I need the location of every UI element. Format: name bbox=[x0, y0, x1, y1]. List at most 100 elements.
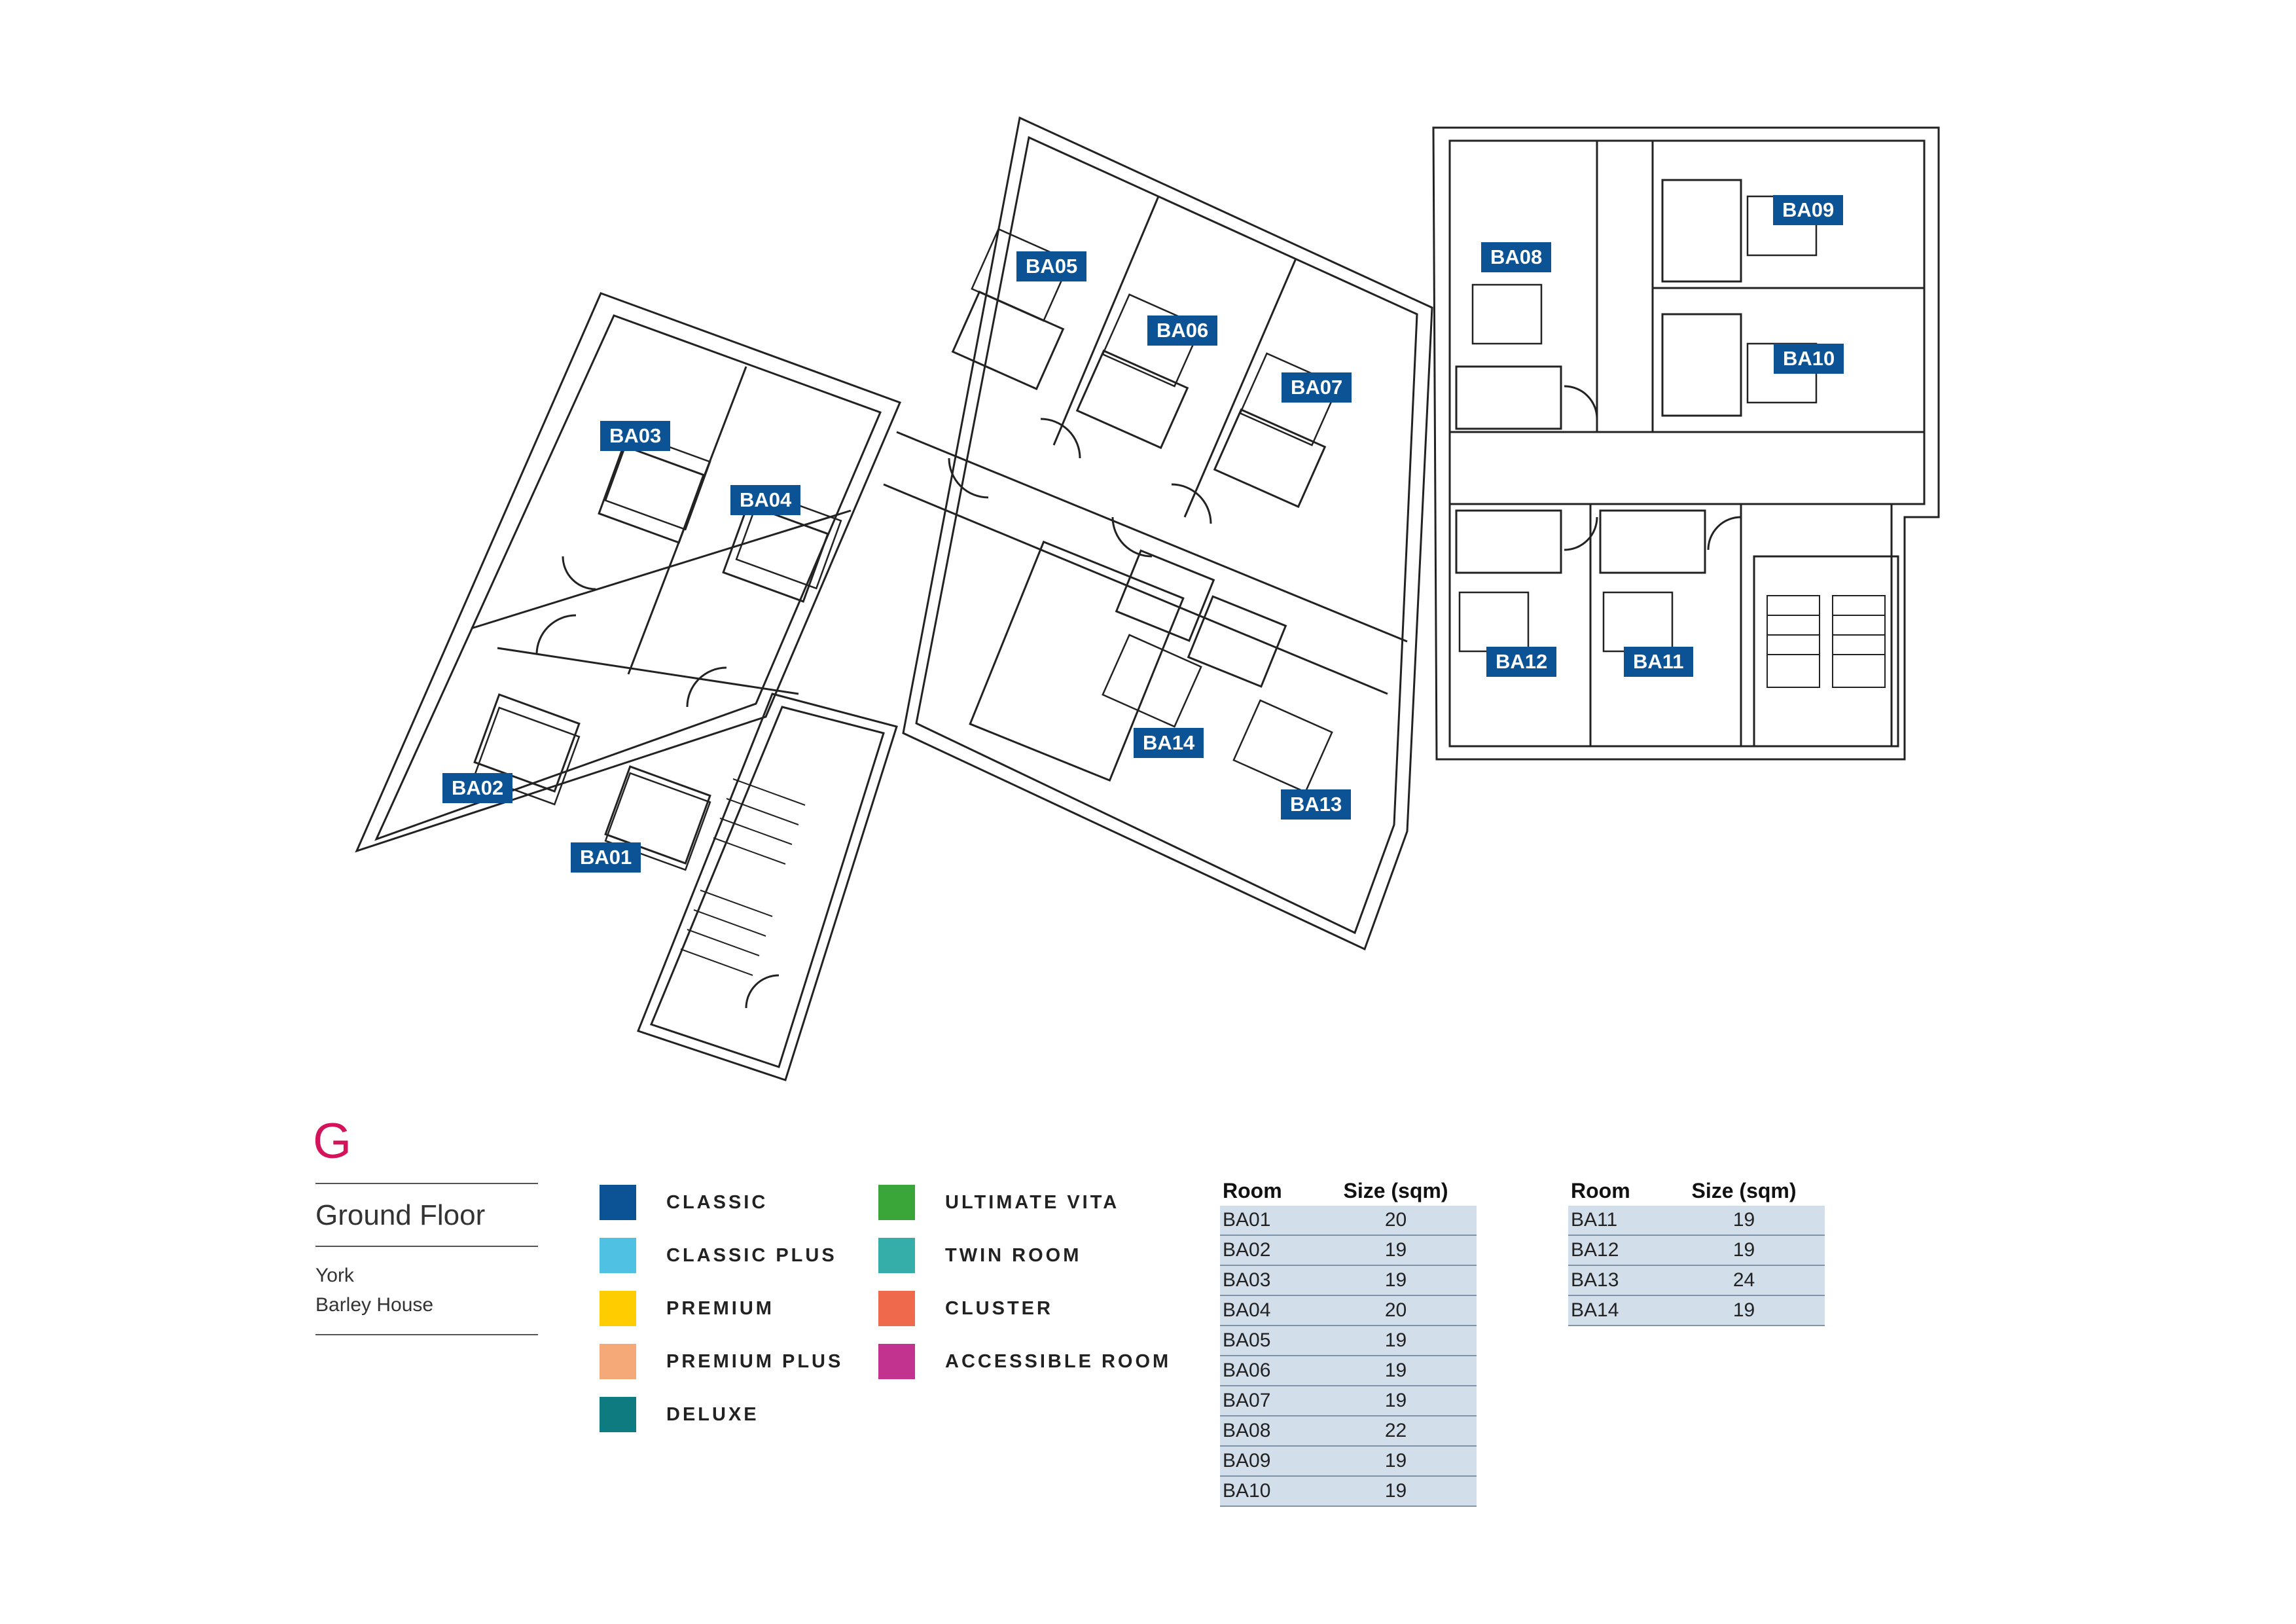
legend-item-cluster: CLUSTER bbox=[878, 1291, 1053, 1326]
room-cell: BA06 bbox=[1220, 1356, 1315, 1386]
size-cell: 19 bbox=[1663, 1295, 1825, 1326]
legend-swatch bbox=[600, 1238, 636, 1273]
size-cell: 19 bbox=[1315, 1265, 1477, 1296]
size-cell: 19 bbox=[1315, 1326, 1477, 1356]
room-tag-ba01[interactable]: BA01 bbox=[571, 842, 641, 873]
column-header-room: Room bbox=[1571, 1178, 1630, 1202]
room-cell: BA05 bbox=[1220, 1326, 1315, 1356]
size-cell: 19 bbox=[1315, 1476, 1477, 1507]
legend-item-classic: CLASSIC bbox=[600, 1185, 768, 1220]
column-header-size: Size (sqm) bbox=[1691, 1178, 1797, 1202]
room-cell: BA10 bbox=[1220, 1476, 1315, 1507]
room-tag-ba04[interactable]: BA04 bbox=[730, 485, 801, 515]
table-header-row: Room Size (sqm) bbox=[1220, 1178, 1477, 1206]
room-cell: BA08 bbox=[1220, 1416, 1315, 1447]
legend-swatch bbox=[600, 1185, 636, 1220]
legend-label: TWIN ROOM bbox=[945, 1244, 1082, 1266]
room-tag-ba02[interactable]: BA02 bbox=[442, 773, 513, 803]
size-cell: 19 bbox=[1315, 1235, 1477, 1266]
legend-item-premium-plus: PREMIUM PLUS bbox=[600, 1344, 843, 1379]
room-cell: BA01 bbox=[1220, 1206, 1315, 1236]
room-cell: BA09 bbox=[1220, 1446, 1315, 1477]
divider-middle bbox=[315, 1246, 538, 1247]
table-header-row: Room Size (sqm) bbox=[1568, 1178, 1825, 1206]
room-tag-ba03[interactable]: BA03 bbox=[600, 421, 671, 451]
floor-plan bbox=[355, 116, 1940, 1081]
building-name: Barley House bbox=[315, 1294, 434, 1316]
size-cell: 19 bbox=[1663, 1206, 1825, 1236]
room-cell: BA03 bbox=[1220, 1265, 1315, 1296]
room-cell: BA11 bbox=[1568, 1206, 1663, 1236]
legend-swatch bbox=[878, 1185, 915, 1220]
divider-top bbox=[315, 1183, 538, 1184]
legend-item-twin-room: TWIN ROOM bbox=[878, 1238, 1081, 1273]
room-cell: BA04 bbox=[1220, 1295, 1315, 1326]
size-cell: 24 bbox=[1663, 1265, 1825, 1296]
stair-block-lower bbox=[637, 693, 898, 1081]
room-tag-ba06[interactable]: BA06 bbox=[1147, 316, 1218, 346]
legend-label: CLASSIC PLUS bbox=[666, 1244, 837, 1266]
legend-item-classic-plus: CLASSIC PLUS bbox=[600, 1238, 837, 1273]
room-cell: BA02 bbox=[1220, 1235, 1315, 1266]
room-tag-ba12[interactable]: BA12 bbox=[1486, 647, 1557, 677]
legend-swatch bbox=[600, 1397, 636, 1432]
city-name: York bbox=[315, 1265, 354, 1286]
legend-label: CLASSIC bbox=[666, 1191, 768, 1213]
middle-wing-walls bbox=[883, 116, 1433, 951]
legend-swatch bbox=[878, 1238, 915, 1273]
beds bbox=[473, 195, 1818, 871]
size-cell: 20 bbox=[1315, 1206, 1477, 1236]
column-header-room: Room bbox=[1223, 1178, 1282, 1202]
room-tag-ba08[interactable]: BA08 bbox=[1481, 242, 1552, 272]
legend-item-deluxe: DELUXE bbox=[600, 1397, 759, 1432]
divider-bottom bbox=[315, 1334, 538, 1335]
legend-label: PREMIUM PLUS bbox=[666, 1350, 844, 1372]
size-cell: 19 bbox=[1315, 1356, 1477, 1386]
room-tag-ba10[interactable]: BA10 bbox=[1774, 344, 1844, 374]
size-cell: 22 bbox=[1315, 1416, 1477, 1447]
legend-swatch bbox=[600, 1344, 636, 1379]
left-wing-walls bbox=[355, 292, 902, 865]
room-cell: BA13 bbox=[1568, 1265, 1663, 1296]
legend-label: CLUSTER bbox=[945, 1297, 1053, 1319]
room-cell: BA07 bbox=[1220, 1386, 1315, 1416]
room-cell: BA14 bbox=[1568, 1295, 1663, 1326]
room-cell: BA12 bbox=[1568, 1235, 1663, 1266]
legend-label: ACCESSIBLE ROOM bbox=[945, 1350, 1172, 1372]
legend-label: DELUXE bbox=[666, 1403, 759, 1425]
room-tag-ba05[interactable]: BA05 bbox=[1016, 251, 1087, 281]
legend-swatch bbox=[878, 1291, 915, 1326]
size-cell: 19 bbox=[1663, 1235, 1825, 1266]
room-tag-ba09[interactable]: BA09 bbox=[1773, 195, 1844, 225]
column-header-size: Size (sqm) bbox=[1343, 1178, 1448, 1202]
legend-item-ultimate-vita: ULTIMATE VITA bbox=[878, 1185, 1119, 1220]
size-cell: 19 bbox=[1315, 1446, 1477, 1477]
legend-label: ULTIMATE VITA bbox=[945, 1191, 1120, 1213]
room-tag-ba13[interactable]: BA13 bbox=[1281, 789, 1352, 820]
legend-swatch bbox=[600, 1291, 636, 1326]
legend-item-premium: PREMIUM bbox=[600, 1291, 774, 1326]
legend-label: PREMIUM bbox=[666, 1297, 774, 1319]
room-tag-ba07[interactable]: BA07 bbox=[1282, 372, 1352, 403]
stair-block-right bbox=[1767, 595, 1886, 688]
right-wing-walls bbox=[1432, 126, 1940, 761]
floor-letter: G bbox=[313, 1113, 352, 1169]
room-tag-ba11[interactable]: BA11 bbox=[1624, 647, 1693, 677]
size-cell: 20 bbox=[1315, 1295, 1477, 1326]
room-tag-ba14[interactable]: BA14 bbox=[1134, 728, 1204, 758]
legend-swatch bbox=[878, 1344, 915, 1379]
floor-name: Ground Floor bbox=[315, 1199, 486, 1231]
